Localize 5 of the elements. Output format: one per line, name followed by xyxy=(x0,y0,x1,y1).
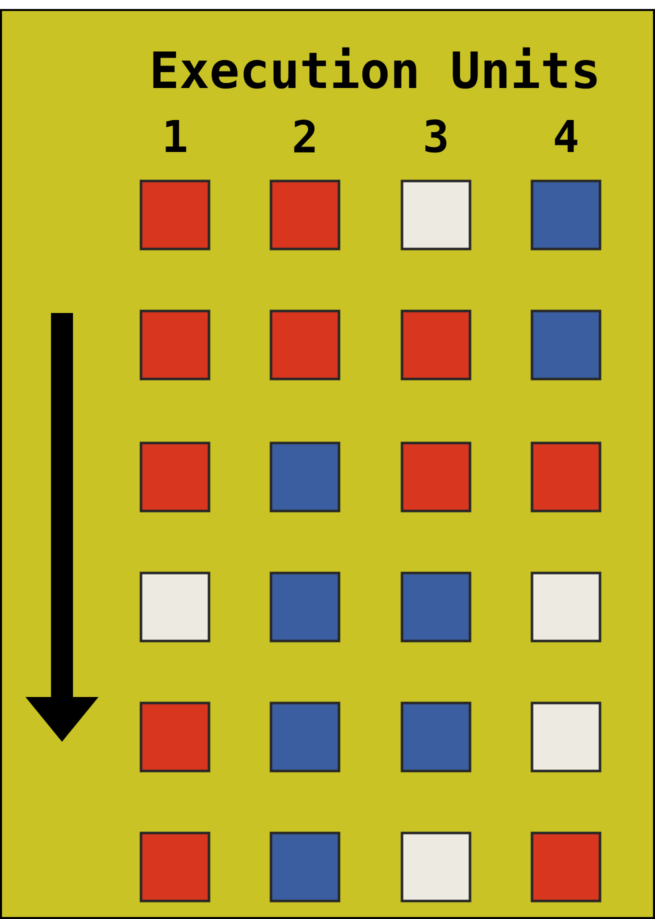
column-number: 4 xyxy=(554,120,578,152)
title: Execution Units xyxy=(153,47,597,89)
column-number: 2 xyxy=(294,120,315,152)
column-number: 1 xyxy=(166,120,186,152)
column-number: 3 xyxy=(425,119,446,153)
